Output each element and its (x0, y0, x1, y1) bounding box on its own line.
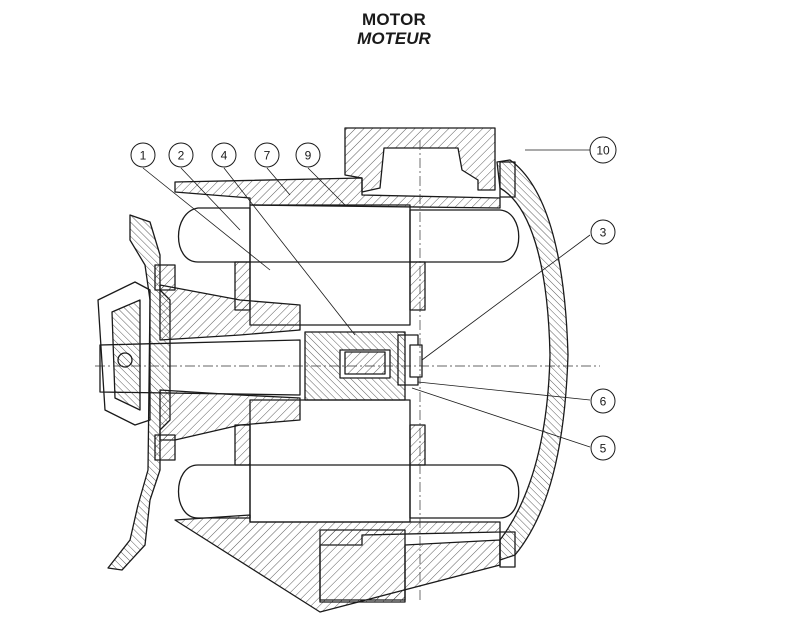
callout-1: 1 (130, 142, 156, 168)
bottom-foot (319, 529, 406, 603)
winding-upper-left (178, 207, 251, 263)
callout-3: 3 (590, 219, 616, 245)
callout-2: 2 (168, 142, 194, 168)
bearing-hub (159, 284, 301, 341)
winding-lower-right (409, 464, 520, 519)
impeller (97, 281, 151, 426)
svg-text:7: 7 (264, 149, 271, 163)
svg-text:3: 3 (600, 226, 607, 240)
callout-5: 5 (590, 435, 616, 461)
winding-upper-right (409, 209, 520, 263)
svg-text:6: 6 (600, 395, 607, 409)
svg-text:9: 9 (305, 149, 312, 163)
svg-text:2: 2 (178, 149, 185, 163)
stator-frame-top (174, 177, 501, 209)
svg-text:1: 1 (140, 149, 147, 163)
winding-lower-left (178, 464, 251, 519)
svg-text:10: 10 (596, 144, 610, 158)
page-title: MOTOR (362, 10, 426, 29)
svg-text:5: 5 (600, 442, 607, 456)
shaft (99, 339, 301, 396)
callout-4: 4 (211, 142, 237, 168)
svg-text:4: 4 (221, 149, 228, 163)
callout-6: 6 (590, 388, 616, 414)
callout-7: 7 (254, 142, 280, 168)
right-end-shield (496, 159, 569, 561)
page-subtitle: MOTEUR (357, 29, 431, 48)
callout-9: 9 (295, 142, 321, 168)
callout-10: 10 (589, 136, 617, 164)
title-block: MOTOR MOTEUR (0, 10, 788, 48)
